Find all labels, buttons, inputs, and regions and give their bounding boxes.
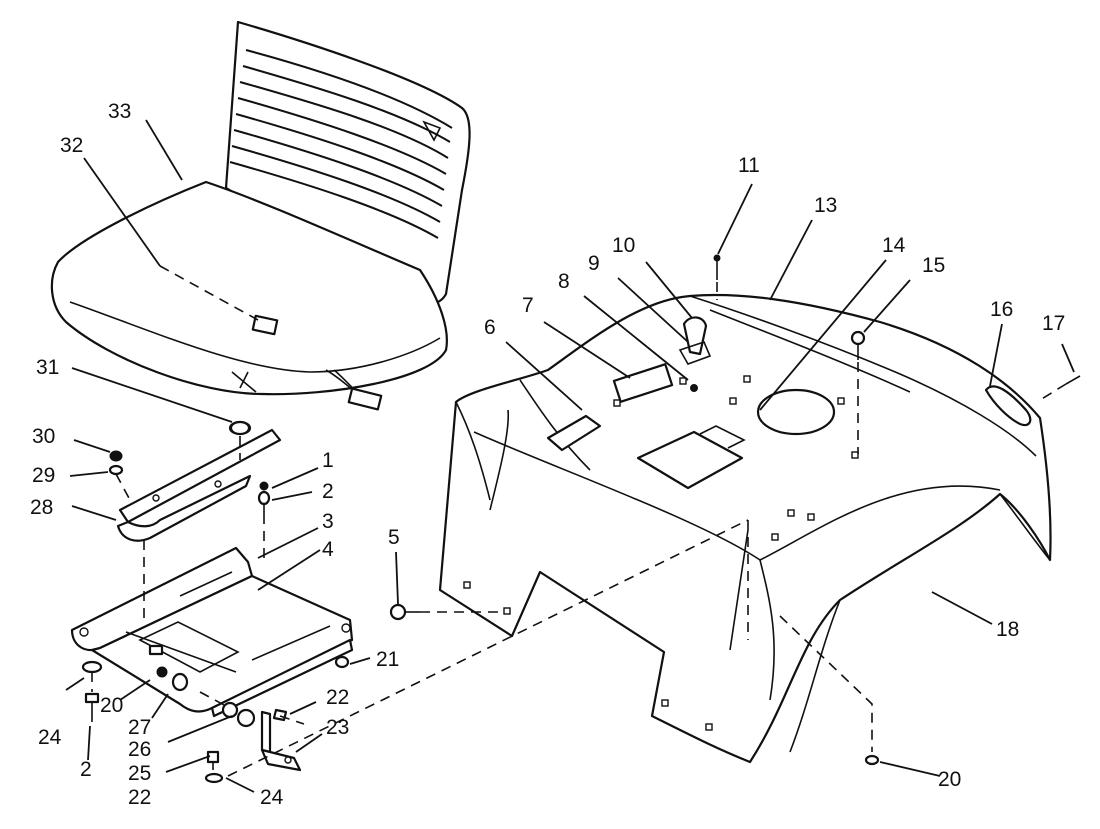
seat-bracket: [116, 420, 282, 542]
callout-20-right: 20: [938, 768, 961, 791]
callout-10: 10: [612, 234, 635, 257]
callout-6: 6: [484, 316, 496, 339]
callout-28: 28: [30, 496, 53, 519]
callout-32: 32: [60, 134, 83, 157]
callout-21: 21: [376, 648, 399, 671]
callout-2: 2: [322, 480, 334, 503]
callout-31: 31: [36, 356, 59, 379]
callout-30: 30: [32, 425, 55, 448]
callout-16: 16: [990, 298, 1013, 321]
callout-27: 27: [128, 716, 151, 739]
callout-14: 14: [882, 234, 906, 257]
callout-24-left: 24: [38, 726, 62, 749]
callout-7: 7: [522, 294, 534, 317]
callout-29: 29: [32, 464, 55, 487]
leader-lines: [65, 119, 1075, 793]
callout-33: 33: [108, 100, 131, 123]
callout-18: 18: [996, 618, 1019, 641]
callout-11: 11: [738, 154, 760, 177]
callout-4: 4: [322, 538, 334, 561]
callout-20-left: 20: [100, 694, 123, 717]
callout-1: 1: [322, 449, 334, 472]
callout-25: 25: [128, 762, 151, 785]
callout-9: 9: [588, 252, 600, 275]
callout-23: 23: [326, 716, 349, 739]
seat: [50, 20, 471, 411]
callout-15: 15: [922, 254, 945, 277]
callout-13: 13: [814, 194, 837, 217]
callout-2-lower: 2: [80, 758, 92, 781]
callout-22-lower: 22: [128, 786, 151, 809]
callout-26: 26: [128, 738, 151, 761]
seat-mounting-pan: [70, 546, 354, 718]
callout-3: 3: [322, 510, 334, 533]
callout-24-lower: 24: [260, 786, 284, 809]
hardware: [81, 254, 1081, 784]
callout-17: 17: [1042, 312, 1065, 335]
fender-body: [438, 293, 1052, 764]
assembly-lines: [91, 282, 1067, 777]
callout-22-upper: 22: [326, 686, 349, 709]
callout-labels: 33 32 31 30 29 28 1 2 3 4 5 21 6 7 8 9 1…: [30, 100, 1065, 809]
callout-8: 8: [558, 270, 570, 293]
callout-5: 5: [388, 526, 400, 549]
